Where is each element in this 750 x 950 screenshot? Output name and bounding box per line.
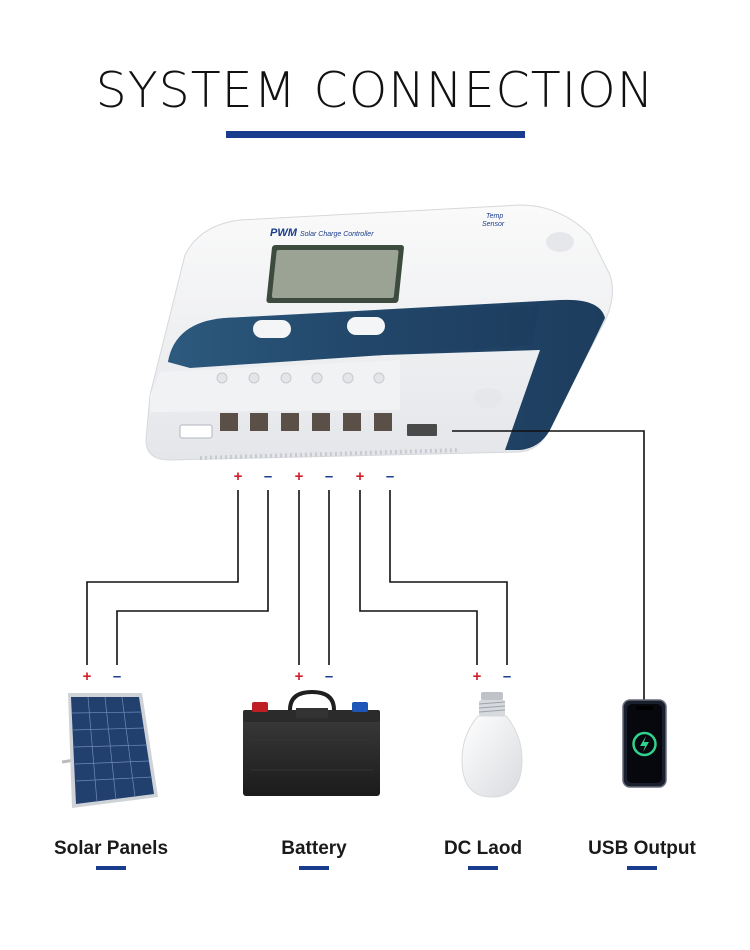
terminal-sign-5: + bbox=[356, 468, 365, 485]
terminal-sign-4: – bbox=[325, 468, 333, 485]
device-signs: + – + – + – bbox=[83, 668, 512, 685]
battery-icon bbox=[243, 689, 380, 796]
wire-solar-positive bbox=[86, 490, 239, 665]
light-bulb-icon bbox=[461, 692, 523, 798]
button-left[interactable] bbox=[253, 320, 291, 338]
wire-load-positive bbox=[359, 490, 478, 665]
charging-bolt-icon bbox=[640, 736, 649, 752]
battery-negative-sign: – bbox=[325, 668, 333, 685]
page-title: SYSTEM CONNECTION bbox=[95, 62, 655, 119]
terminal-sign-2: – bbox=[264, 468, 272, 485]
load-negative-sign: – bbox=[503, 668, 511, 685]
solar-panels-label: Solar Panels bbox=[53, 838, 169, 859]
charge-controller: PWM Solar Charge Controller Temp Sensor bbox=[145, 204, 613, 461]
battery-positive-sign: + bbox=[295, 668, 304, 685]
sensor-label: Sensor bbox=[482, 221, 505, 228]
solar-panels-underline bbox=[96, 866, 126, 870]
button-right[interactable] bbox=[347, 317, 385, 335]
usb-port bbox=[407, 424, 437, 436]
terminal-sign-6: – bbox=[386, 468, 394, 485]
usb-output-underline bbox=[627, 866, 657, 870]
solar-positive-sign: + bbox=[83, 668, 92, 685]
terminal-block bbox=[220, 413, 392, 431]
wire-solar-negative bbox=[116, 490, 269, 665]
title-underline bbox=[226, 131, 525, 138]
temp-label: Temp bbox=[486, 213, 503, 220]
phone-icon bbox=[622, 699, 667, 788]
battery-label: Battery bbox=[281, 838, 347, 859]
battery-underline bbox=[299, 866, 329, 870]
dc-load-label: DC Laod bbox=[443, 838, 523, 859]
load-positive-sign: + bbox=[473, 668, 482, 685]
controller-model: Solar Charge Controller bbox=[300, 231, 374, 238]
terminal-signs: + – + – + – bbox=[234, 468, 395, 485]
solar-panel-icon bbox=[61, 693, 158, 808]
wire-usb bbox=[452, 430, 645, 700]
wire-load-negative bbox=[389, 490, 508, 665]
status-led-window bbox=[179, 424, 213, 439]
wires bbox=[86, 430, 645, 700]
terminal-sign-1: + bbox=[234, 468, 243, 485]
controller-brand: PWM bbox=[270, 227, 298, 239]
terminal-sign-3: + bbox=[295, 468, 304, 485]
usb-output-label: USB Output bbox=[588, 838, 696, 859]
dc-load-underline bbox=[468, 866, 498, 870]
solar-negative-sign: – bbox=[113, 668, 121, 685]
